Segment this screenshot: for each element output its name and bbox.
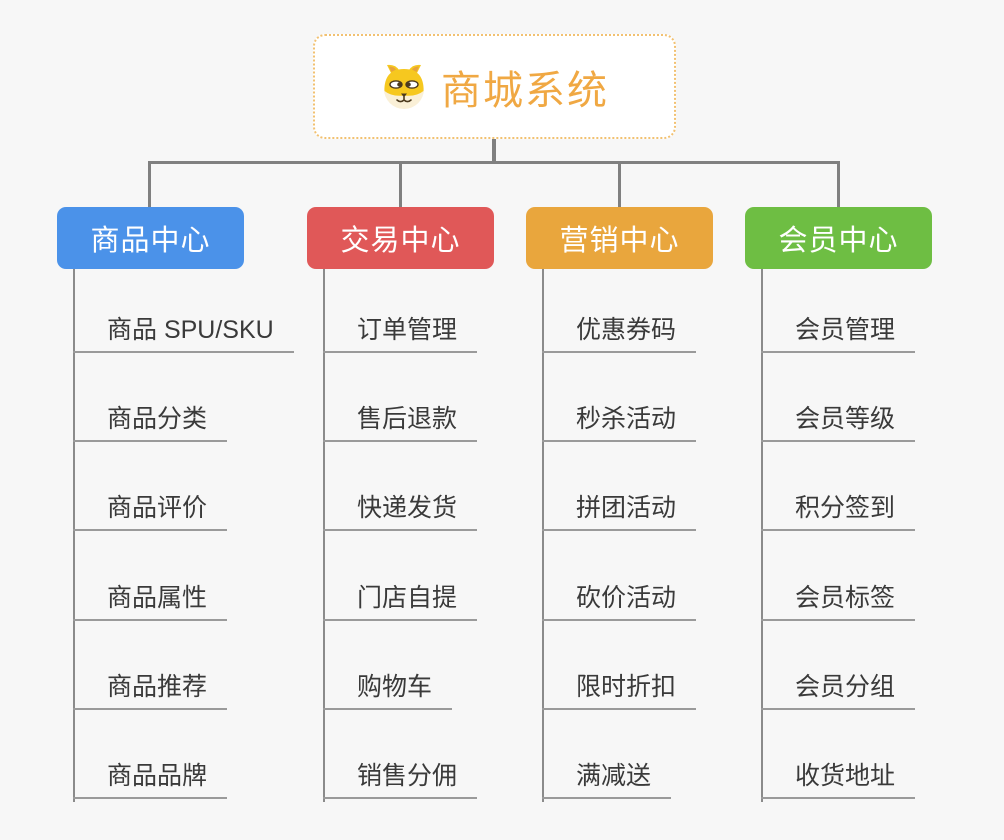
topic-item[interactable]: 积分签到 (761, 489, 916, 531)
branch-header-marketing-center[interactable]: 营销中心 (526, 207, 713, 269)
branch-vline (73, 269, 75, 802)
root-title: 商城系统 (441, 68, 609, 113)
branch-vline (542, 269, 544, 802)
connector-drop-trade (399, 161, 402, 207)
topic-item[interactable]: 商品评价 (73, 489, 228, 531)
branch-trade-center: 交易中心 订单管理 售后退款 快递发货 门店自提 购物车 销售分佣 (307, 207, 557, 827)
dog-face-icon (384, 64, 424, 109)
connector-drop-marketing (618, 161, 621, 207)
topic-item[interactable]: 限时折扣 (542, 668, 697, 710)
branch-vline (323, 269, 325, 802)
topic-item[interactable]: 拼团活动 (542, 489, 697, 531)
topic-item[interactable]: 订单管理 (323, 311, 478, 353)
topic-item[interactable]: 快递发货 (323, 489, 478, 531)
topic-item[interactable]: 销售分佣 (323, 757, 478, 799)
branch-header-product-center[interactable]: 商品中心 (57, 207, 244, 269)
connector-drop-member (837, 161, 840, 207)
topic-item[interactable]: 会员管理 (761, 311, 916, 353)
topic-item[interactable]: 商品分类 (73, 400, 228, 442)
branch-product-center: 商品中心 商品 SPU/SKU 商品分类 商品评价 商品属性 商品推荐 商品品牌 (57, 207, 307, 827)
root-node[interactable]: 商城系统 (313, 34, 676, 139)
topic-item[interactable]: 售后退款 (323, 400, 478, 442)
topic-item[interactable]: 商品推荐 (73, 668, 228, 710)
branch-header-member-center[interactable]: 会员中心 (745, 207, 932, 269)
topic-item[interactable]: 满减送 (542, 757, 672, 799)
topic-item[interactable]: 收货地址 (761, 757, 916, 799)
topic-item[interactable]: 秒杀活动 (542, 400, 697, 442)
connector-root-stub (492, 139, 496, 164)
topic-item[interactable]: 砍价活动 (542, 579, 697, 621)
topic-item[interactable]: 商品属性 (73, 579, 228, 621)
topic-item[interactable]: 商品 SPU/SKU (73, 311, 294, 353)
topic-item[interactable]: 商品品牌 (73, 757, 228, 799)
connector-trunk-hline (148, 161, 840, 164)
topic-item[interactable]: 优惠券码 (542, 311, 697, 353)
branch-vline (761, 269, 763, 802)
branch-header-trade-center[interactable]: 交易中心 (307, 207, 494, 269)
connector-drop-product (148, 161, 151, 207)
topic-item[interactable]: 会员标签 (761, 579, 916, 621)
branch-marketing-center: 营销中心 优惠券码 秒杀活动 拼团活动 砍价活动 限时折扣 满减送 (526, 207, 776, 827)
branch-member-center: 会员中心 会员管理 会员等级 积分签到 会员标签 会员分组 收货地址 (745, 207, 995, 827)
topic-item[interactable]: 会员分组 (761, 668, 916, 710)
topic-item[interactable]: 购物车 (323, 668, 453, 710)
topic-item[interactable]: 门店自提 (323, 579, 478, 621)
topic-item[interactable]: 会员等级 (761, 400, 916, 442)
